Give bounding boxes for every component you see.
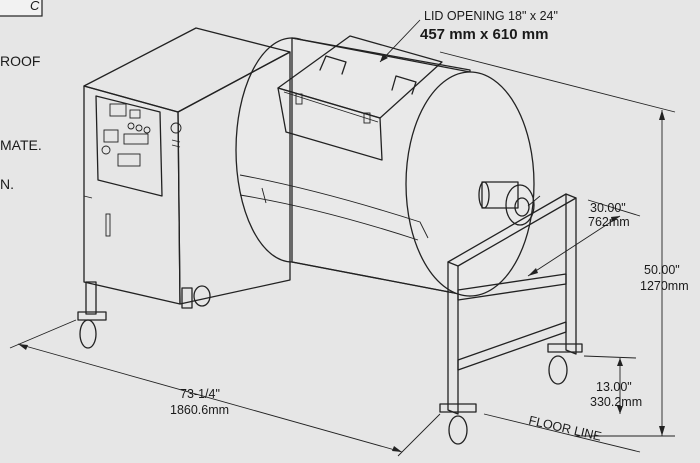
leg-height-imperial-label: 13.00" — [596, 380, 632, 394]
control-cabinet — [83, 27, 291, 305]
leg-height-metric-label: 330.2mm — [590, 395, 642, 409]
floor-line — [483, 413, 641, 453]
lid-opening-metric-label: 457 mm x 610 mm — [420, 26, 548, 43]
lid-leader-line — [379, 19, 421, 63]
clipped-text-line-3: N. — [0, 176, 14, 192]
support-stand — [439, 193, 583, 445]
clipped-box-text: C — [30, 0, 40, 13]
clipped-box — [0, 0, 43, 17]
cabinet-casters — [77, 281, 211, 349]
height-metric-label: 1270mm — [640, 279, 689, 293]
tumbler-drum — [235, 37, 535, 297]
clipped-text-line-2: MATE. — [0, 137, 42, 153]
height-imperial-label: 50.00" — [644, 263, 680, 277]
drum-lid — [277, 35, 443, 161]
floor-line-label: FLOOR LINE — [527, 413, 603, 443]
clipped-text-line-1: ROOF — [0, 53, 40, 69]
leg-height-dimension — [583, 355, 637, 414]
depth-dimension — [527, 199, 641, 277]
length-metric-label: 1860.6mm — [170, 403, 229, 417]
depth-metric-label: 762mm — [588, 215, 630, 229]
lid-opening-imperial-label: LID OPENING 18" x 24" — [424, 9, 558, 23]
height-dimension — [439, 51, 676, 437]
length-imperial-label: 73-1/4" — [180, 387, 220, 401]
length-dimension — [9, 319, 441, 457]
depth-imperial-label: 30.00" — [590, 201, 626, 215]
